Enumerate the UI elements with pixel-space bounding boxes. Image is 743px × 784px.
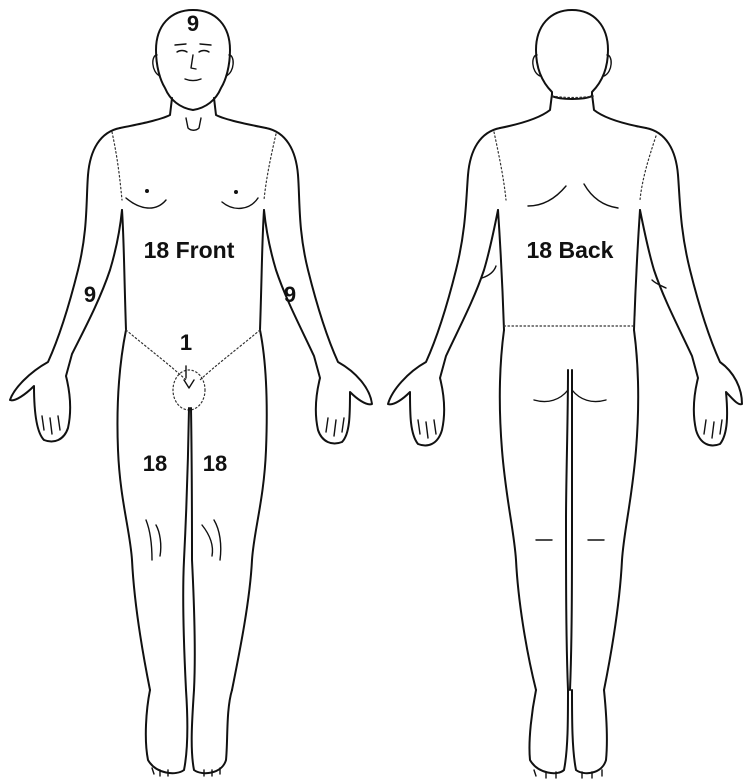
back-torso-label: 18 Back bbox=[527, 237, 614, 263]
back-head bbox=[536, 10, 608, 99]
front-body-figure bbox=[10, 10, 372, 776]
back-body-figure bbox=[388, 10, 742, 778]
perineum-label: 1 bbox=[180, 330, 192, 355]
front-torso-label: 18 Front bbox=[144, 237, 235, 263]
right-leg-label: 18 bbox=[203, 451, 227, 476]
left-arm-label: 9 bbox=[84, 282, 96, 307]
left-leg-label: 18 bbox=[143, 451, 167, 476]
right-arm-label: 9 bbox=[284, 282, 296, 307]
head-label: 9 bbox=[187, 11, 199, 36]
